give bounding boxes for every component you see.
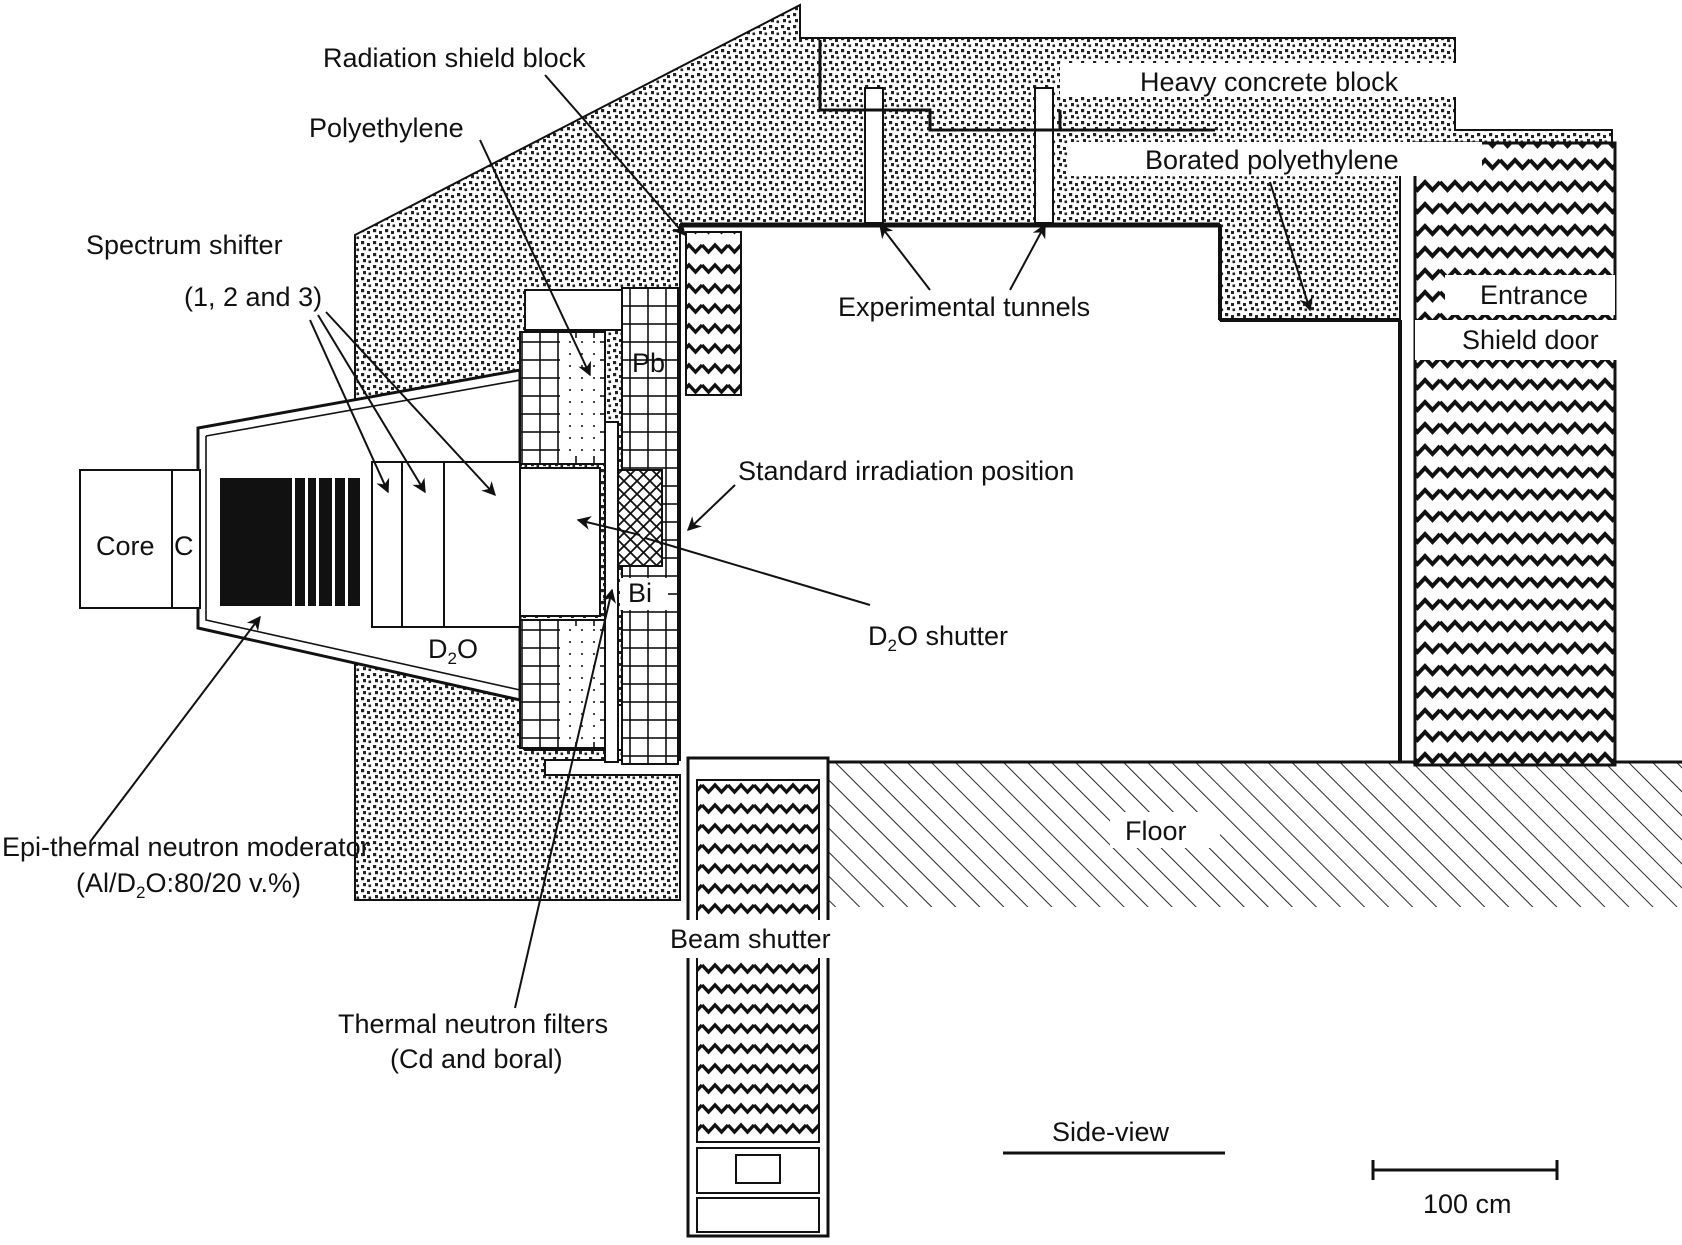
label-experimental-tunnels: Experimental tunnels — [838, 292, 1090, 322]
label-heavy-concrete-block: Heavy concrete block — [1140, 67, 1399, 97]
label-core: Core — [96, 531, 155, 561]
label-beam-shutter: Beam shutter — [670, 924, 831, 954]
floor-slab — [828, 762, 1682, 907]
leader-polyethylene — [479, 139, 591, 377]
polyethylene-lower-fill — [560, 626, 600, 742]
leader-irradiation-position — [686, 484, 736, 531]
label-c: C — [174, 531, 194, 561]
leader-shifter-2 — [317, 314, 426, 494]
label-d2o: D2O — [428, 634, 478, 668]
spectrum-shifter-2 — [401, 461, 445, 628]
leader-d2o-shutter-arrow — [576, 516, 641, 536]
spectrum-shifter-3 — [443, 461, 521, 628]
experimental-tunnel-1 — [864, 87, 884, 224]
label-polyethylene: Polyethylene — [309, 113, 464, 143]
leader-d2o-shutter — [644, 537, 871, 606]
leader-radiation-shield — [544, 74, 686, 237]
leader-moderator — [89, 615, 261, 843]
label-standard-irradiation-position: Standard irradiation position — [738, 456, 1074, 486]
experimental-tunnel-2 — [1034, 87, 1054, 224]
label-scale: 100 cm — [1423, 1189, 1512, 1219]
d2o-tank — [519, 467, 601, 617]
beam-shutter — [696, 779, 820, 1143]
reactor-core — [79, 469, 201, 609]
spectrum-shifter-1 — [371, 461, 403, 628]
label-shield-door: Shield door — [1462, 325, 1599, 355]
label-thermal-filters-materials: (Cd and boral) — [390, 1044, 563, 1074]
leader-tunnel-1 — [879, 223, 931, 291]
label-epithermal-moderator: Epi-thermal neutron moderator — [2, 832, 370, 862]
label-bi: Bi — [628, 578, 652, 608]
inner-cavity-top — [524, 289, 626, 331]
leader-shifter-3 — [325, 311, 496, 497]
label-side-view: Side-view — [1052, 1117, 1170, 1147]
bi-label-bg — [620, 578, 668, 610]
label-pb: Pb — [632, 348, 665, 378]
label-entrance: Entrance — [1480, 280, 1588, 310]
label-borated-polyethylene: Borated polyethylene — [1145, 145, 1399, 175]
epithermal-moderator-block — [220, 478, 360, 606]
label-spectrum-shifter: Spectrum shifter — [86, 230, 283, 260]
beam-shutter-bottom — [696, 1197, 820, 1233]
label-floor: Floor — [1125, 816, 1187, 846]
label-thermal-filters: Thermal neutron filters — [338, 1009, 608, 1039]
polyethylene-upper-fill — [560, 338, 600, 456]
shield-door — [1413, 141, 1617, 767]
leader-shifter-1 — [309, 319, 390, 494]
label-radiation-shield-block: Radiation shield block — [323, 43, 586, 73]
label-moderator-composition: (Al/D2O:80/20 v.%) — [76, 868, 301, 902]
scale-bar — [1371, 1160, 1559, 1180]
polyethylene-block-upper — [685, 231, 742, 396]
leader-borated-polyethylene — [1269, 181, 1313, 312]
label-d2o-shutter: D2O shutter — [868, 621, 1008, 655]
bismuth-block — [617, 469, 663, 567]
leader-thermal-filters — [514, 588, 616, 1009]
leader-tunnel-2 — [1009, 223, 1046, 291]
label-spectrum-shifter-numbers: (1, 2 and 3) — [184, 282, 322, 312]
